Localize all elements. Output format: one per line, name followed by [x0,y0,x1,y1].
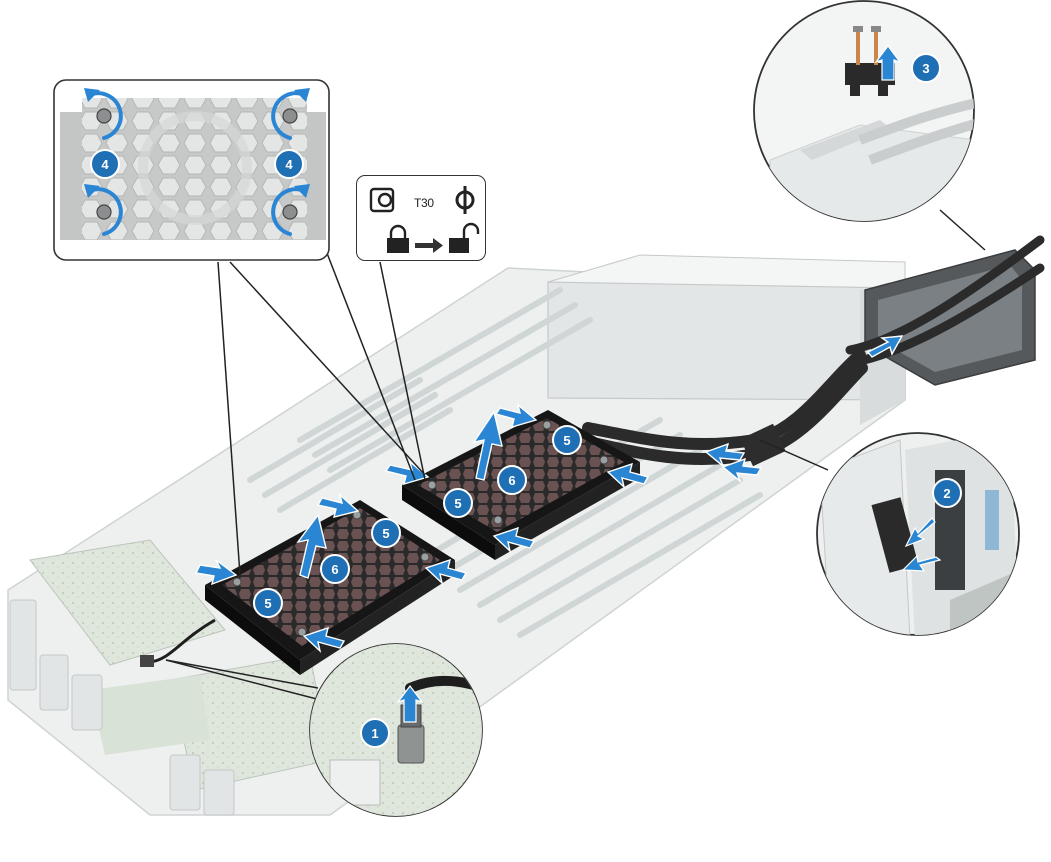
inset-latch-circle: 2 [816,432,1020,636]
tool-callout: T30 [356,175,486,261]
step-badge-4: 4 [274,149,304,179]
arrow-right-icon [415,238,443,253]
svg-text:2: 2 [943,486,950,501]
removal-arrows [194,335,904,654]
step-badge-1: 1 [360,718,390,748]
inset-bracket-circle: 3 [753,0,975,222]
svg-text:3: 3 [922,61,929,76]
svg-text:6: 6 [331,562,338,577]
step-badge-5: 5 [443,488,473,518]
torx-bit-label: T30 [414,196,434,210]
svg-text:1: 1 [371,726,378,741]
step-badge-6: 6 [320,554,350,584]
svg-text:4: 4 [285,157,293,172]
phillips-icon [455,186,475,214]
rotate-cw-icon [271,91,304,140]
svg-text:5: 5 [563,433,570,448]
server-chassis [7,254,906,816]
step-badges-main: 5 6 5 5 6 5 [253,425,582,618]
step-badge-5: 5 [371,518,401,548]
step-badge-2: 2 [932,478,962,508]
svg-text:6: 6 [508,473,515,488]
step-badge-4: 4 [90,149,120,179]
tool-icons [369,186,480,253]
inset-connector-circle: 1 [309,643,483,817]
unlock-icon [449,222,480,253]
svg-text:5: 5 [454,496,461,511]
rotate-ccw-icon [90,91,123,140]
rotate-ccw-icon [90,187,123,236]
svg-text:5: 5 [382,526,389,541]
leader-lines [165,209,986,706]
step-badge-6: 6 [497,465,527,495]
coolant-tubes [574,349,868,467]
rotate-cw-icon [271,187,304,236]
lock-icon [387,224,409,253]
cable-bracket [845,235,1045,386]
svg-text:5: 5 [264,596,271,611]
step-badge-5: 5 [253,588,283,618]
svg-text:4: 4 [101,157,109,172]
inset-screws-panel: 4 4 [53,79,330,261]
step-badge-3: 3 [911,53,941,83]
torx-screwdriver-icon [369,187,395,213]
step-badge-5: 5 [552,425,582,455]
